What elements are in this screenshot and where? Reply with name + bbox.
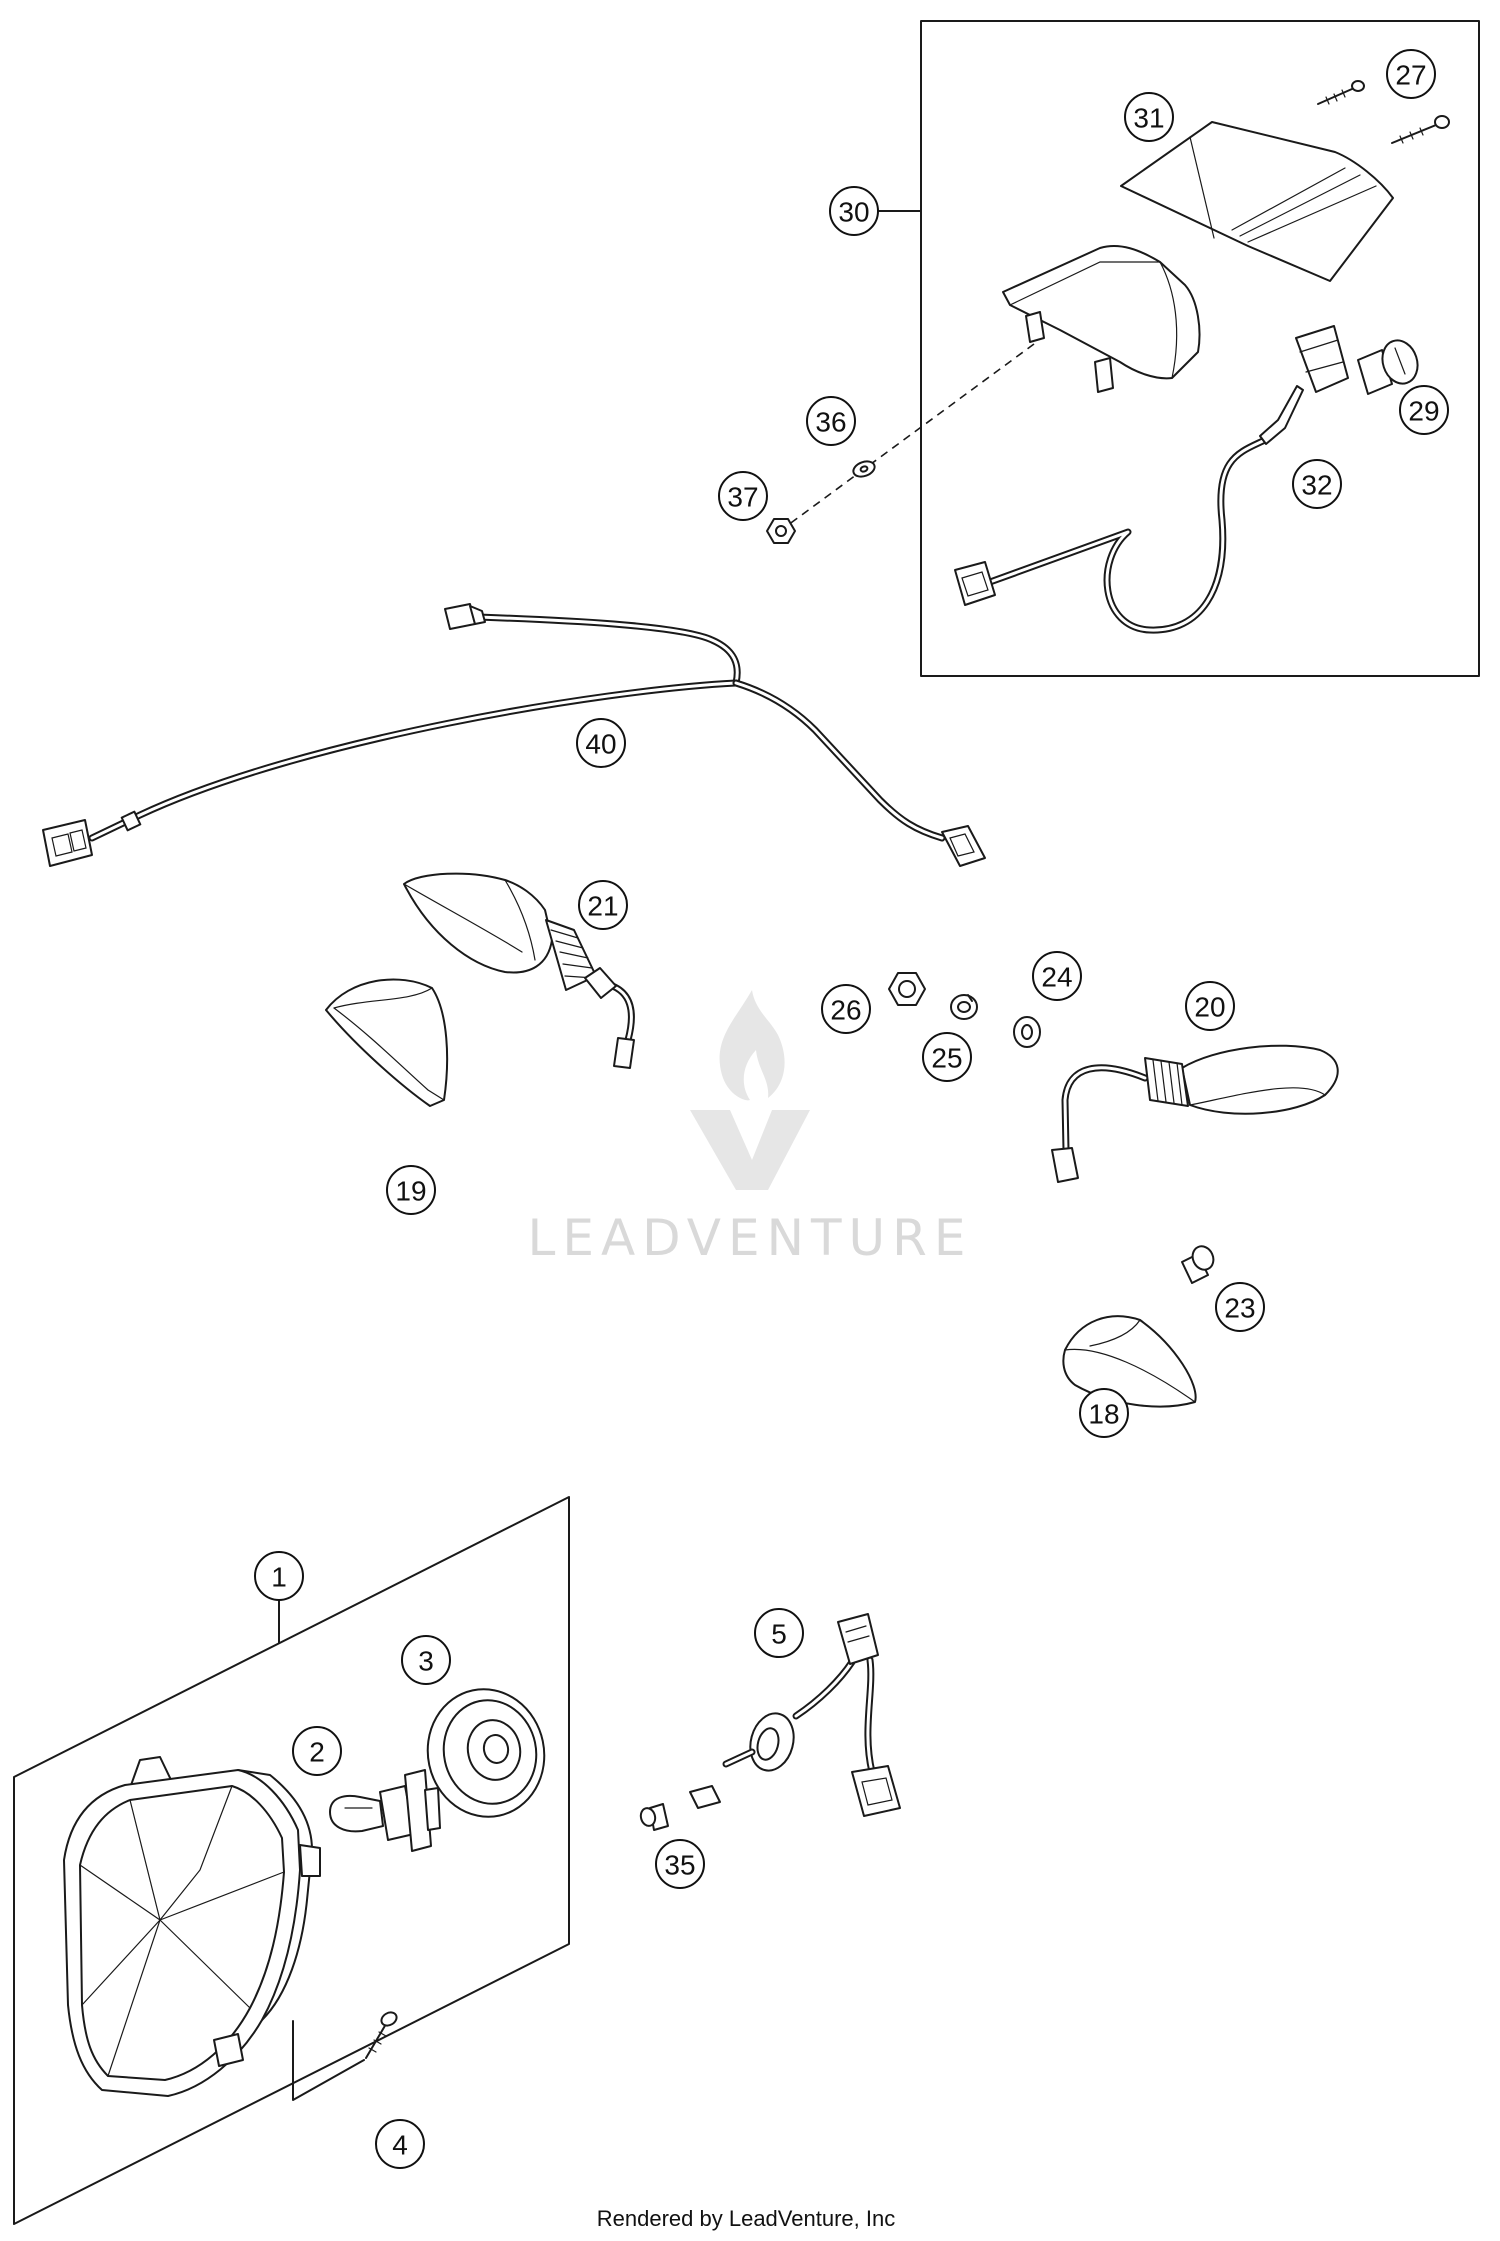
- callout-label: 36: [815, 407, 846, 438]
- callout-label: 5: [771, 1619, 787, 1650]
- callout-label: 35: [664, 1850, 695, 1881]
- headlight-kit-frame: [13, 1496, 570, 2225]
- callout-24: 24: [1032, 951, 1082, 1001]
- callout-25: 25: [922, 1032, 972, 1082]
- callout-26: 26: [821, 984, 871, 1034]
- callout-37: 37: [718, 471, 768, 521]
- callout-5: 5: [754, 1608, 804, 1658]
- part-18-lens-right: [1062, 1315, 1197, 1408]
- render-credit: Rendered by LeadVenture, Inc: [597, 2206, 895, 2231]
- callout-30: 30: [829, 186, 879, 236]
- callout-35: 35: [655, 1839, 705, 1889]
- callout-27: 27: [1386, 49, 1436, 99]
- callout-label: 30: [838, 197, 869, 228]
- part-1-headlight-housing: [63, 1756, 321, 2097]
- part-25-lock-washer: [950, 994, 978, 1020]
- callout-label: 19: [395, 1176, 426, 1207]
- callout-2: 2: [292, 1726, 342, 1776]
- part-21-turn-signal-left: [403, 872, 635, 1069]
- callout-36: 36: [806, 396, 856, 446]
- watermark: LEADVENTURE: [528, 990, 973, 1267]
- part-37-nut: [766, 518, 796, 544]
- callout-label: 37: [727, 482, 758, 513]
- callout-label: 40: [585, 729, 616, 760]
- part-35-small-bulb: [639, 1803, 669, 1831]
- callout-label: 21: [587, 891, 618, 922]
- callout-1: 1: [254, 1551, 304, 1601]
- leader-line-4: [292, 2020, 365, 2101]
- watermark-text: LEADVENTURE: [528, 1209, 973, 1267]
- callout-18: 18: [1079, 1388, 1129, 1438]
- callout-label: 2: [309, 1737, 325, 1768]
- part-36-washer: [852, 460, 876, 478]
- part-4-screw: [292, 2011, 398, 2101]
- callout-label: 31: [1133, 103, 1164, 134]
- callout-21: 21: [578, 880, 628, 930]
- callout-label: 3: [418, 1646, 434, 1677]
- callout-label: 4: [392, 2130, 408, 2161]
- callout-40: 40: [576, 718, 626, 768]
- part-40-wiring-harness: [42, 603, 986, 867]
- part-23-bulb: [1181, 1245, 1215, 1284]
- part-32-socket-cable: [954, 325, 1349, 634]
- callout-31: 31: [1124, 92, 1174, 142]
- callout-4: 4: [375, 2119, 425, 2169]
- callout-label: 24: [1041, 962, 1072, 993]
- part-24-flat-washer: [1013, 1016, 1041, 1048]
- part-27-screws: [1317, 80, 1450, 144]
- callout-20: 20: [1185, 981, 1235, 1031]
- part-26-nut: [888, 972, 926, 1006]
- part-29-bulb: [1357, 339, 1419, 395]
- callout-label: 26: [830, 995, 861, 1026]
- callout-19: 19: [386, 1165, 436, 1215]
- callout-29: 29: [1399, 385, 1449, 435]
- callout-label: 32: [1301, 470, 1332, 501]
- part-3-dust-cover: [426, 1688, 546, 1818]
- callout-label: 23: [1224, 1293, 1255, 1324]
- callout-label: 25: [931, 1043, 962, 1074]
- part-2-headlight-bulb: [329, 1769, 441, 1852]
- tail-light-kit-frame: [920, 20, 1480, 677]
- callout-23: 23: [1215, 1282, 1265, 1332]
- assembly-axis-line: [783, 343, 1035, 529]
- callout-3: 3: [401, 1635, 451, 1685]
- callout-label: 1: [271, 1562, 287, 1593]
- part-19-lens-left: [325, 978, 449, 1107]
- watermark-logo: [690, 990, 810, 1190]
- part-31-tail-light-cover: [1120, 121, 1394, 282]
- part-30-tail-light-housing: [1002, 244, 1201, 393]
- part-5-socket-harness: [689, 1613, 901, 1817]
- callout-label: 29: [1408, 396, 1439, 427]
- callout-label: 18: [1088, 1399, 1119, 1430]
- callout-label: 27: [1395, 60, 1426, 91]
- callout-label: 20: [1194, 992, 1225, 1023]
- part-20-turn-signal-right: [1051, 1044, 1339, 1183]
- callout-32: 32: [1292, 459, 1342, 509]
